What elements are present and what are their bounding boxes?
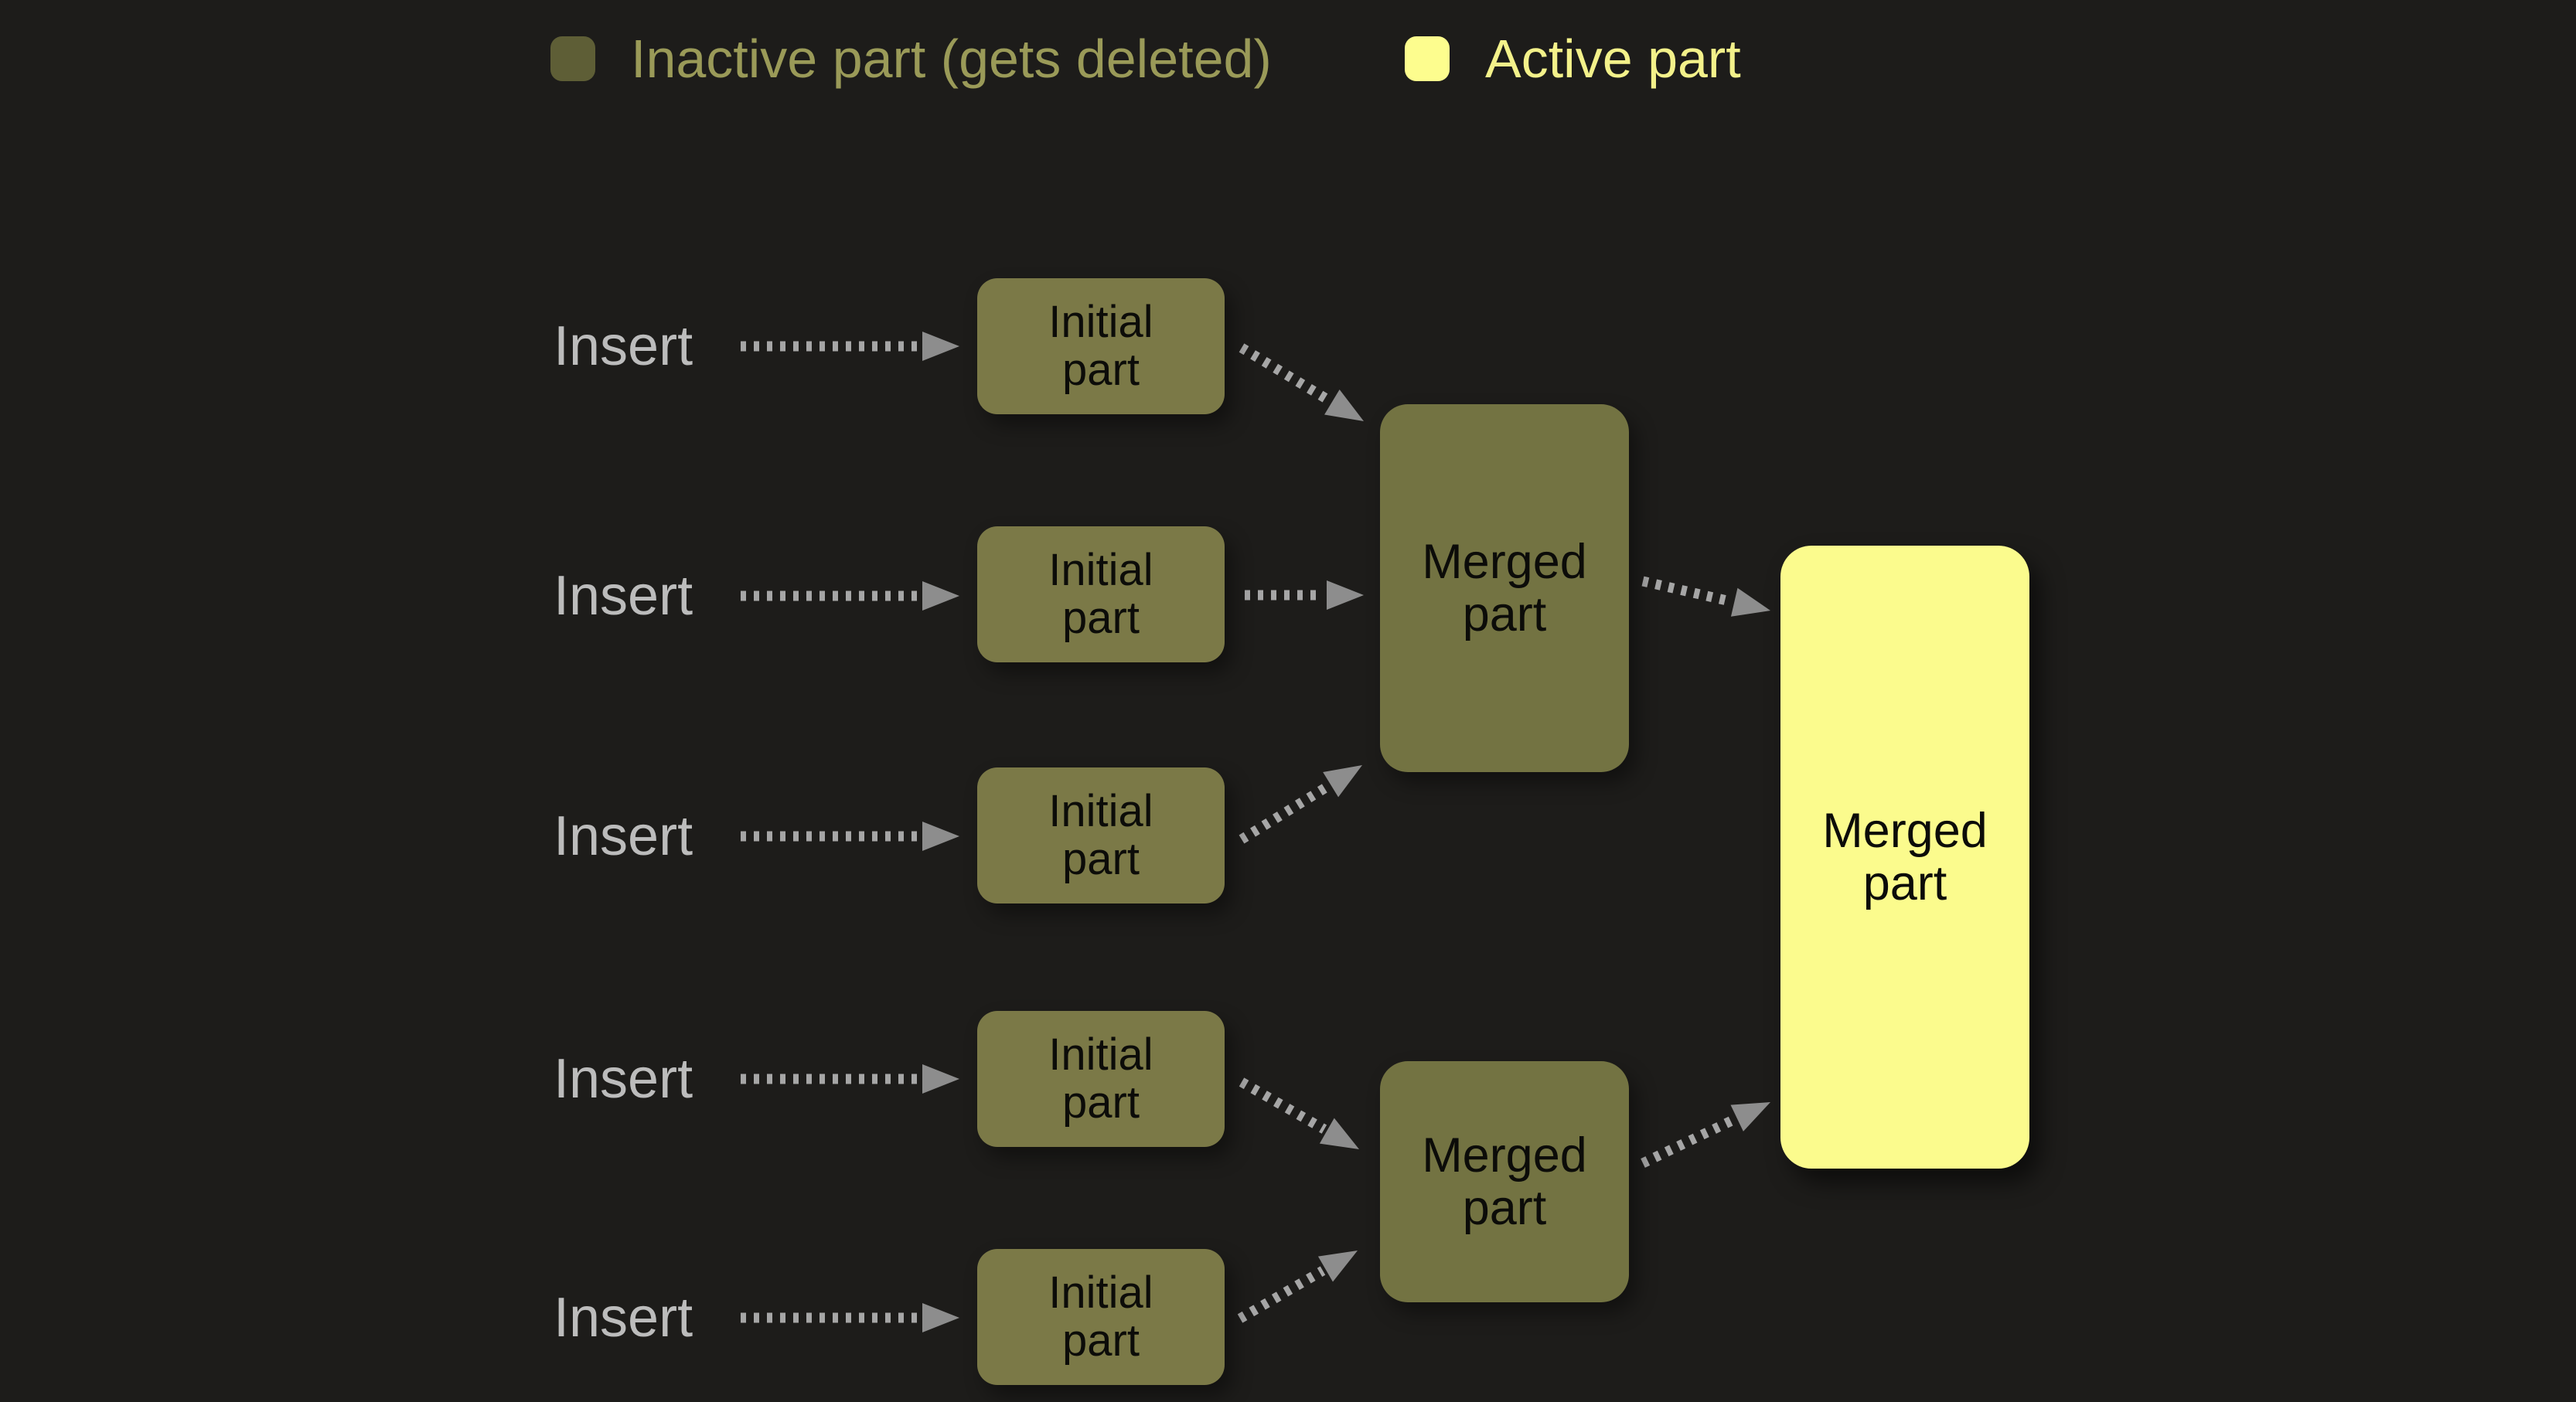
node-label: Merged part: [1422, 1128, 1587, 1235]
legend-label-active: Active part: [1485, 29, 1741, 89]
edge-arrowhead-insert-1-to-initial-1: [922, 332, 959, 361]
node-label: Initial part: [1048, 1029, 1153, 1128]
edge-line-initial-3-to-merged-1: [1239, 781, 1331, 844]
edge-line-merged-2-to-merged-final: [1641, 1114, 1736, 1168]
node-label: Initial part: [1048, 297, 1153, 395]
node-initial-3: Initial part: [977, 767, 1225, 903]
edge-arrowhead-insert-3-to-initial-3: [922, 822, 959, 851]
node-label: Initial part: [1048, 786, 1153, 884]
node-initial-4: Initial part: [977, 1011, 1225, 1147]
edge-arrowhead-initial-5-to-merged-2: [1317, 1251, 1358, 1282]
insert-label: Insert: [554, 1287, 693, 1349]
legend-label-inactive: Inactive part (gets deleted): [631, 29, 1272, 89]
edge-arrowhead-merged-1-to-merged-final: [1730, 587, 1770, 617]
node-initial-1: Initial part: [977, 278, 1225, 414]
insert-label: Insert: [554, 1048, 693, 1110]
node-merged-final: Merged part: [1780, 546, 2029, 1169]
node-merged-2: Merged part: [1380, 1061, 1629, 1302]
edge-arrowhead-initial-3-to-merged-1: [1323, 765, 1362, 798]
edge-line-initial-5-to-merged-2: [1237, 1266, 1326, 1323]
inactive-swatch: [550, 36, 595, 81]
edge-line-initial-4-to-merged-2: [1239, 1077, 1327, 1134]
edge-arrowhead-initial-2-to-merged-1: [1327, 580, 1364, 610]
legend-item-inactive: Inactive part (gets deleted): [550, 31, 1272, 87]
edge-arrowhead-initial-4-to-merged-2: [1319, 1118, 1359, 1149]
legend-item-active: Active part: [1405, 31, 1741, 87]
node-label: Initial part: [1048, 545, 1153, 643]
node-label: Initial part: [1048, 1268, 1153, 1366]
edge-arrowhead-merged-2-to-merged-final: [1730, 1102, 1770, 1131]
node-label: Merged part: [1822, 804, 1988, 910]
active-swatch: [1405, 36, 1450, 81]
edge-line-merged-1-to-merged-final: [1641, 576, 1733, 607]
node-initial-5: Initial part: [977, 1249, 1225, 1385]
node-merged-1: Merged part: [1380, 404, 1629, 772]
node-label: Merged part: [1422, 535, 1587, 641]
edge-arrowhead-insert-4-to-initial-4: [922, 1064, 959, 1094]
insert-label: Insert: [554, 565, 693, 627]
edge-arrowhead-insert-2-to-initial-2: [922, 581, 959, 611]
insert-label: Insert: [554, 805, 693, 867]
node-initial-2: Initial part: [977, 526, 1225, 662]
edge-line-initial-1-to-merged-1: [1239, 343, 1332, 405]
edge-arrowhead-initial-1-to-merged-1: [1324, 389, 1364, 421]
insert-label: Insert: [554, 315, 693, 377]
edge-arrowhead-insert-5-to-initial-5: [922, 1303, 959, 1332]
